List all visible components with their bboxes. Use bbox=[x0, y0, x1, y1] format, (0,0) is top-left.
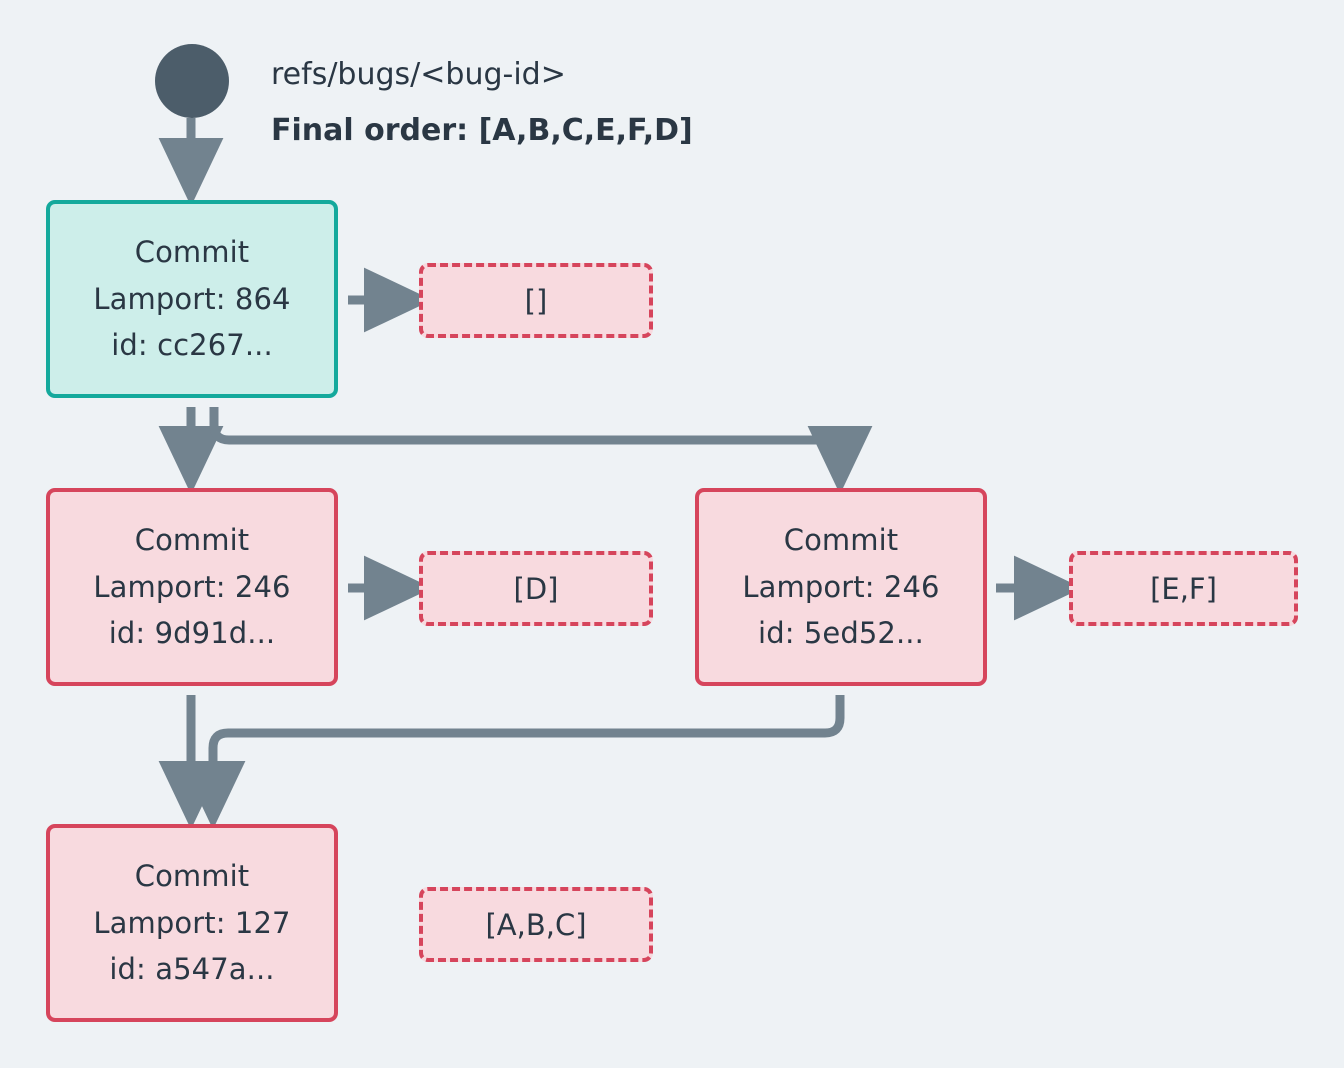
ops-badge-9d91d[interactable]: [D] bbox=[419, 551, 653, 626]
ops-badge-label: [E,F] bbox=[1150, 571, 1217, 606]
ops-badge-label: [A,B,C] bbox=[485, 907, 587, 942]
commit-node-5ed52[interactable]: Commit Lamport: 246 id: 5ed52... bbox=[695, 488, 987, 686]
final-order-label: Final order: [A,B,C,E,F,D] bbox=[271, 113, 693, 148]
commit-lamport: Lamport: 127 bbox=[93, 905, 291, 940]
commit-id: id: cc267... bbox=[111, 328, 273, 363]
ops-badge-5ed52[interactable]: [E,F] bbox=[1069, 551, 1298, 626]
edge-cc267-to-5ed52 bbox=[209, 407, 873, 495]
commit-title: Commit bbox=[134, 522, 250, 557]
commit-title: Commit bbox=[134, 234, 250, 269]
ops-badge-a547a[interactable]: [A,B,C] bbox=[419, 887, 653, 962]
commit-node-a547a[interactable]: Commit Lamport: 127 id: a547a... bbox=[46, 824, 338, 1022]
commit-node-cc267[interactable]: Commit Lamport: 864 id: cc267... bbox=[46, 200, 338, 398]
ref-label: refs/bugs/<bug-id> bbox=[271, 57, 566, 92]
edge-5ed52-to-a547a bbox=[180, 695, 845, 830]
commit-lamport: Lamport: 246 bbox=[93, 569, 291, 604]
commit-node-9d91d[interactable]: Commit Lamport: 246 id: 9d91d... bbox=[46, 488, 338, 686]
ops-badge-cc267[interactable]: [] bbox=[419, 263, 653, 338]
commit-lamport: Lamport: 246 bbox=[742, 569, 940, 604]
commit-title: Commit bbox=[134, 858, 250, 893]
root-node-icon bbox=[155, 44, 229, 118]
commit-id: id: 9d91d... bbox=[108, 616, 276, 651]
ops-badge-label: [D] bbox=[513, 571, 559, 606]
commit-lamport: Lamport: 864 bbox=[93, 281, 291, 316]
commit-id: id: 5ed52... bbox=[758, 616, 924, 651]
commit-title: Commit bbox=[783, 522, 899, 557]
commit-id: id: a547a... bbox=[109, 952, 275, 987]
ops-badge-label: [] bbox=[524, 283, 548, 318]
